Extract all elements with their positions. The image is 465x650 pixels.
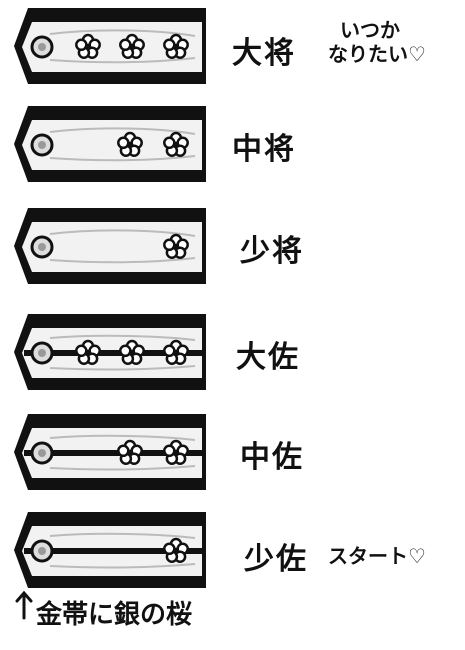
heart-icon: ♡ [408,544,426,568]
epaulette-board [14,414,206,490]
epaulette-board [14,106,206,182]
epaulette-board [14,208,206,284]
rank-row-4: 大佐 [0,312,465,392]
sakura-icon [119,33,145,59]
sakura-icon [163,537,189,563]
rank-row-3: 少将 [0,206,465,286]
rank-label: 大佐 [236,340,300,375]
epaulette-board [14,314,206,390]
sakura-icon [75,339,101,365]
rank-row-5: 中佐 [0,412,465,492]
rank-row-2: 中将 [0,104,465,184]
sakura-icon [163,233,189,259]
start-note-text: スタート [328,544,408,568]
rank-label: 中佐 [240,440,304,475]
rank-row-6: 少佐 スタート♡ [0,510,465,590]
button-icon [30,539,54,563]
rank-label: 中将 [232,132,296,167]
button-icon [30,133,54,157]
rank-label: 少佐 [244,542,308,577]
button-icon [30,441,54,465]
rank-label: 大将 [232,36,296,71]
rank-label: 少将 [240,234,304,269]
center-stripe [24,548,204,554]
arrow-up-icon [15,590,33,620]
button-icon [30,35,54,59]
button-icon [30,235,54,259]
center-stripe [24,450,204,456]
wish-note-line-1: いつか [340,18,400,42]
wish-note: いつか なりたい♡ [328,18,426,66]
wish-note-line-2: なりたい [328,42,408,66]
caption: 金帯に銀の桜 [36,600,193,630]
epaulette-board [14,512,206,588]
sakura-icon [163,439,189,465]
sakura-icon [119,339,145,365]
epaulette-board [14,8,206,84]
sakura-icon [75,33,101,59]
sakura-icon [163,339,189,365]
rank-row-1: 大将 いつか なりたい♡ [0,6,465,86]
heart-icon: ♡ [408,42,426,66]
sakura-icon [117,439,143,465]
sakura-icon [117,131,143,157]
sakura-icon [163,33,189,59]
start-note: スタート♡ [328,544,426,568]
button-icon [30,341,54,365]
sakura-icon [163,131,189,157]
center-stripe [24,350,204,356]
